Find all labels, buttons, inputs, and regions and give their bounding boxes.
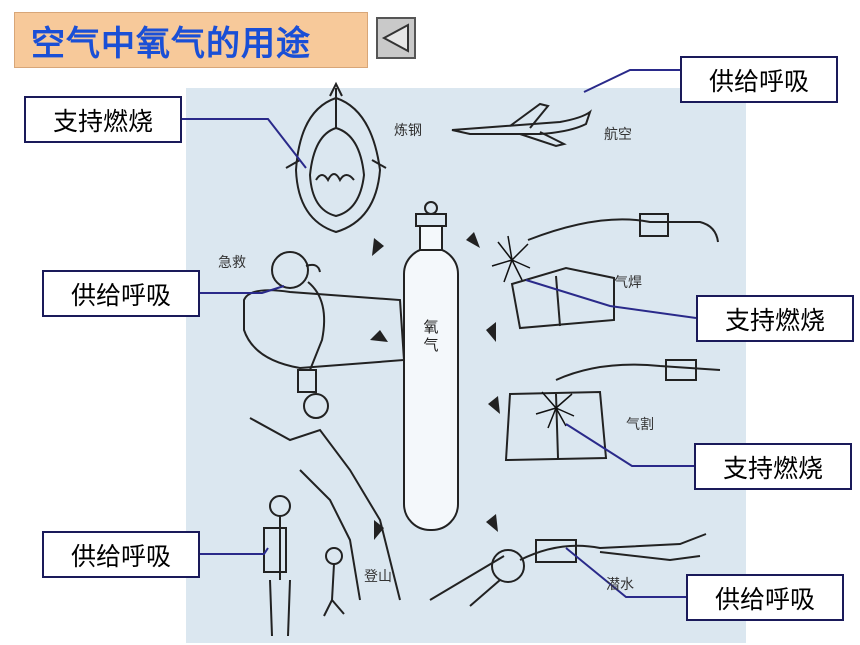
scene-label-aviation: 航空 (604, 127, 632, 143)
scene-label-steelmaking: 炼钢 (394, 123, 422, 139)
back-button[interactable] (376, 17, 416, 59)
triangle-left-icon (381, 23, 409, 53)
scene-label-gas-welding: 气焊 (614, 275, 642, 291)
callout-mountaineering: 供给呼吸 (42, 531, 200, 578)
callout-first-aid: 供给呼吸 (42, 270, 200, 317)
callout-gas-cutting: 支持燃烧 (694, 443, 852, 490)
callout-steelmaking: 支持燃烧 (24, 96, 182, 143)
scene-label-mountaineering: 登山 (364, 569, 392, 585)
callout-diving: 供给呼吸 (686, 574, 844, 621)
scene-label-first-aid: 急救 (218, 255, 246, 271)
page-title: 空气中氧气的用途 (31, 23, 311, 64)
scene-label-gas-cutting: 气割 (626, 417, 654, 433)
scene-label-diving: 潜水 (606, 577, 634, 593)
illustration-panel (186, 88, 746, 643)
callout-aviation: 供给呼吸 (680, 56, 838, 103)
cylinder-label: 氧气 (423, 318, 439, 354)
callout-gas-welding: 支持燃烧 (696, 295, 854, 342)
title-box: 空气中氧气的用途 (14, 12, 368, 68)
